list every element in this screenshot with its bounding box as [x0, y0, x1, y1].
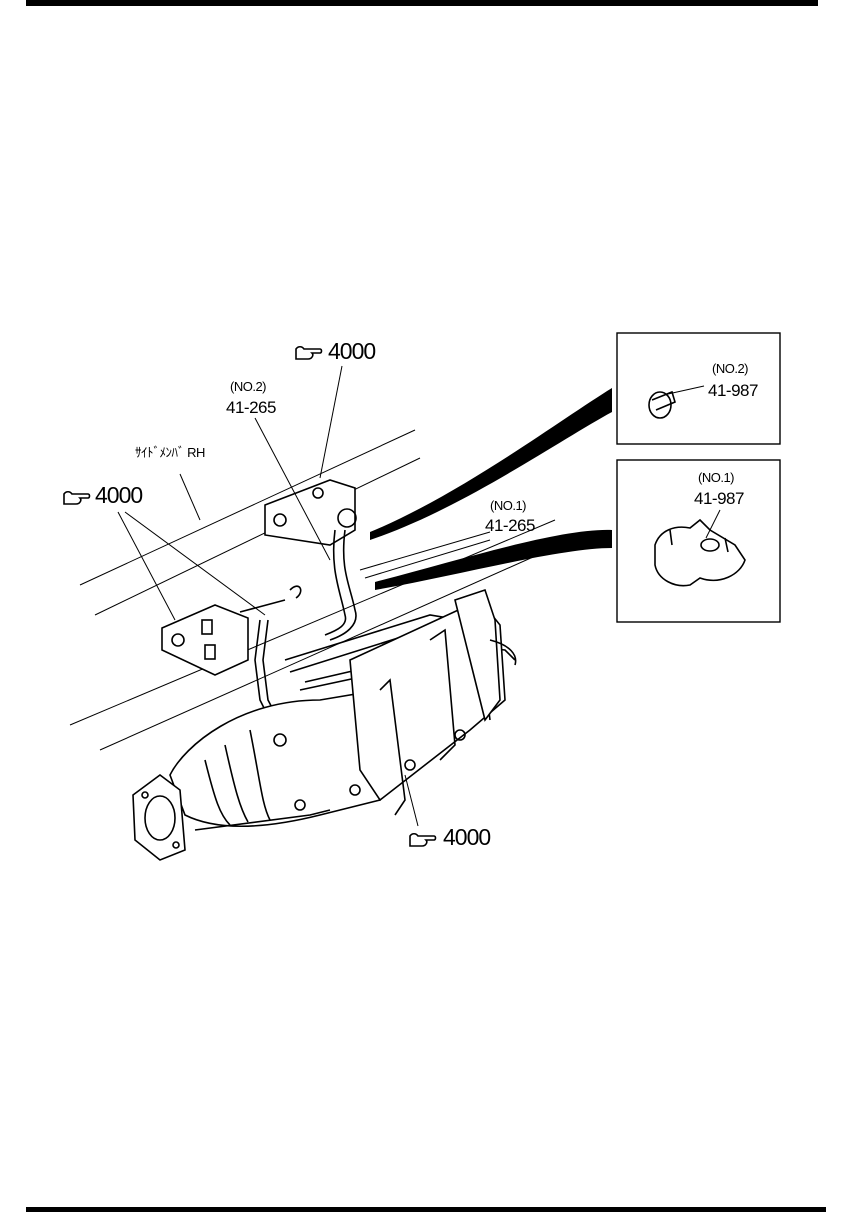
- inset-wedge-no2: [370, 388, 612, 540]
- top-border-rule: [26, 0, 818, 6]
- pointing-hand-icon: [63, 490, 91, 505]
- pointing-hand-icon: [409, 832, 437, 847]
- clip-no1-tag: (NO.1): [698, 470, 734, 485]
- pointing-hand-icon: [295, 345, 323, 360]
- clip-no2-part-number: 41-987: [708, 381, 758, 400]
- side-member-rails: [69, 429, 561, 751]
- clip-no1-part-number: 41-987: [694, 489, 744, 508]
- inset-box-clip-no1: [616, 459, 781, 623]
- side-member-label: ｻｲﾄﾞﾒﾝﾊﾞ RH: [135, 445, 205, 460]
- hose-no1-part-number: 41-265: [485, 516, 535, 535]
- hose-no2-part-number: 41-265: [226, 398, 276, 417]
- clip-no2-tag: (NO.2): [712, 361, 748, 376]
- heat-shield: [454, 588, 517, 722]
- hose-no2-tag: (NO.2): [230, 379, 266, 394]
- leader-lines: [117, 365, 491, 827]
- front-flange: [132, 774, 186, 861]
- ref-label-bottom: 4000: [443, 824, 490, 850]
- inset-wedge-no1: [375, 529, 612, 590]
- bottom-border-rule: [26, 1207, 826, 1212]
- ref-label-left: 4000: [95, 482, 142, 508]
- ref-label-top: 4000: [328, 338, 375, 364]
- inset-box-clip-no2: [616, 332, 781, 445]
- bracket-left: [161, 604, 249, 676]
- bracket-top: [264, 479, 357, 546]
- hose-no1-tag: (NO.1): [490, 498, 526, 513]
